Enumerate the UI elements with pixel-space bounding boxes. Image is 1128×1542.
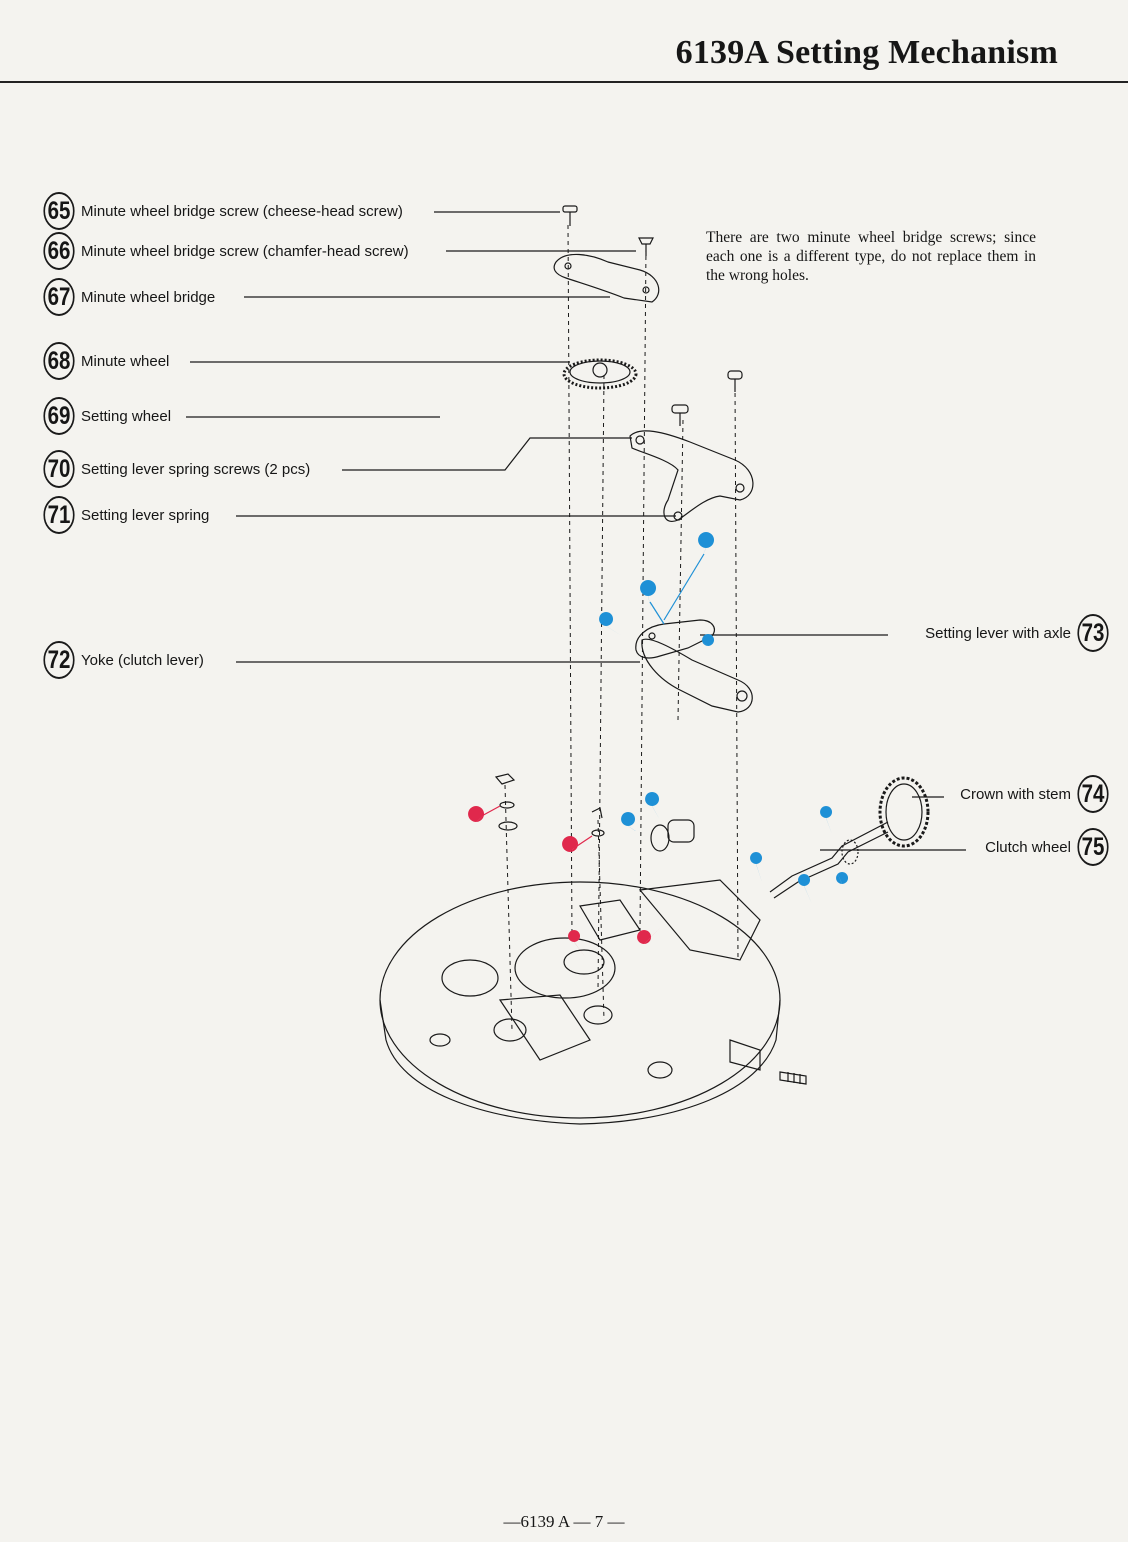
oil-drop-red xyxy=(568,930,586,958)
part-label-67: 67 Minute wheel bridge xyxy=(40,278,218,316)
yoke xyxy=(641,638,753,713)
part-name-65: Minute wheel bridge screw (cheese-head s… xyxy=(81,202,403,220)
part-label-68: 68 Minute wheel xyxy=(40,342,172,380)
yoke-hole xyxy=(736,690,748,702)
part-number-65: 65 xyxy=(43,192,75,230)
part-name-69: Setting wheel xyxy=(81,407,172,425)
oil-drop-blue xyxy=(750,852,763,882)
bridge-hole xyxy=(642,286,650,294)
part-number-72: 72 xyxy=(43,641,75,679)
oil-drop-blue xyxy=(645,792,660,820)
part-label-65: 65 Minute wheel bridge screw (cheese-hea… xyxy=(40,192,406,230)
part-number-70: 70 xyxy=(43,450,75,488)
axis-line xyxy=(597,819,605,1021)
oil-drop-red xyxy=(637,928,660,944)
part-label-71: 71 Setting lever spring xyxy=(40,496,212,534)
axis-line xyxy=(639,247,647,931)
spring-hole xyxy=(635,435,645,445)
oil-drop-blue xyxy=(820,806,833,834)
lever-pin xyxy=(648,632,656,640)
part-name-72: Yoke (clutch lever) xyxy=(81,651,204,669)
main-plate xyxy=(379,879,807,1125)
part-label-69: 69 Setting wheel xyxy=(40,397,174,435)
clutch-wheel xyxy=(650,819,695,852)
small-parts-stack xyxy=(494,773,605,837)
screw-66 xyxy=(638,237,654,256)
header-rule xyxy=(0,81,1128,83)
part-number-73: 73 xyxy=(1077,614,1109,652)
oil-drop-blue xyxy=(640,580,657,612)
part-number-74: 74 xyxy=(1077,775,1109,813)
part-number-69: 69 xyxy=(43,397,75,435)
part-name-67: Minute wheel bridge xyxy=(81,288,216,306)
part-label-75: 75 Clutch wheel xyxy=(982,828,1112,866)
oil-drop-blue xyxy=(700,634,715,646)
part-number-71: 71 xyxy=(43,496,75,534)
crown-with-stem xyxy=(769,776,930,899)
oil-drop-red xyxy=(468,806,492,822)
part-name-73: Setting lever with axle xyxy=(925,624,1071,642)
axis-line xyxy=(677,419,684,721)
minute-wheel xyxy=(562,358,638,390)
part-number-66: 66 xyxy=(43,232,75,270)
screw-70 xyxy=(671,404,689,426)
part-label-73: 73 Setting lever with axle xyxy=(922,614,1112,652)
axis-line xyxy=(567,224,573,941)
axis-line xyxy=(734,384,739,961)
minute-wheel-bridge xyxy=(553,253,660,303)
oil-drop-blue xyxy=(798,874,812,904)
spring-hole xyxy=(673,511,683,521)
part-number-68: 68 xyxy=(43,342,75,380)
bridge-hole xyxy=(564,262,572,270)
part-number-67: 67 xyxy=(43,278,75,316)
screw-65 xyxy=(562,205,578,226)
part-name-71: Setting lever spring xyxy=(81,506,210,524)
oil-drop-blue xyxy=(599,612,622,636)
oil-markers-blue xyxy=(599,532,849,904)
axis-line xyxy=(597,374,605,991)
part-name-66: Minute wheel bridge screw (chamfer-head … xyxy=(81,242,409,260)
oil-drop-blue xyxy=(836,870,849,884)
setting-lever-spring xyxy=(629,430,754,522)
part-name-75: Clutch wheel xyxy=(985,838,1071,856)
part-label-66: 66 Minute wheel bridge screw (chamfer-he… xyxy=(40,232,412,270)
screw-small xyxy=(727,370,743,392)
axis-line xyxy=(504,784,513,1031)
part-label-70: 70 Setting lever spring screws (2 pcs) xyxy=(40,450,313,488)
spring-hole xyxy=(735,483,745,493)
part-name-74: Crown with stem xyxy=(960,785,1071,803)
page-footer: —6139 A — 7 — xyxy=(503,1512,625,1531)
part-label-72: 72 Yoke (clutch lever) xyxy=(40,641,207,679)
page-title: 6139A Setting Mechanism xyxy=(675,34,1058,71)
screw-note: There are two minute wheel bridge screws… xyxy=(706,229,1036,284)
part-label-74: 74 Crown with stem xyxy=(957,775,1112,813)
part-number-75: 75 xyxy=(1077,828,1109,866)
oil-drop-blue xyxy=(621,812,640,834)
part-name-70: Setting lever spring screws (2 pcs) xyxy=(81,460,311,478)
oil-drop-red xyxy=(562,836,584,852)
oil-drop-blue xyxy=(698,532,715,562)
part-name-68: Minute wheel xyxy=(81,352,170,370)
leader-70 xyxy=(342,437,632,471)
oil-markers-red xyxy=(468,806,660,958)
